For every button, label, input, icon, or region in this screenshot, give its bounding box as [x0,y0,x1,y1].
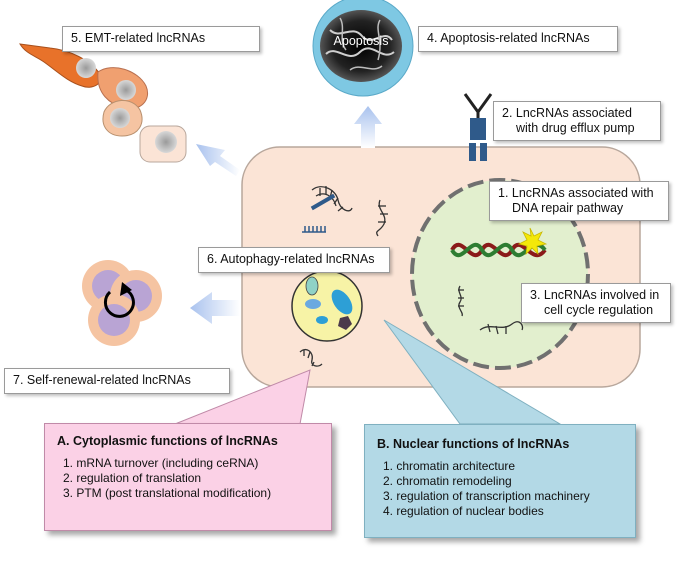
autophagy-label-text: 6. Autophagy-related lncRNAs [207,252,375,266]
dna-helix-icon [450,227,548,258]
circular-arrow-icon [103,282,135,318]
cytoplasmic-function-item: 3. PTM (post translational modification) [63,486,272,500]
cytoplasmic-functions-list: 1. mRNA turnover (including ceRNA) 2. re… [57,456,319,501]
self-renewal-label-text: 7. Self-renewal-related lncRNAs [13,373,191,387]
rna-strand-icon [458,285,464,317]
rna-strand-icon [376,199,388,237]
nuclear-function-item: 2. chromatin remodeling [383,474,512,488]
arrow-to-apoptosis [354,106,382,148]
rna-strand-icon [311,186,353,212]
drug-efflux-pump-icon [463,93,493,161]
rna-strand-icon [299,348,323,367]
rna-comb-icon [302,226,326,233]
apoptosis-cell-icon: Apoptosis [312,0,414,97]
dna-repair-label-line2: DNA repair pathway [512,201,624,215]
nuclear-function-item: 1. chromatin architecture [383,459,516,473]
dna-repair-label: 1. LncRNAs associated with DNA repair pa… [489,181,669,221]
apoptosis-label: 4. Apoptosis-related lncRNAs [418,26,618,52]
drug-efflux-label-line2: with drug efflux pump [516,121,635,135]
autophagy-label: 6. Autophagy-related lncRNAs [198,247,390,273]
nuclear-functions-title: B. Nuclear functions of lncRNAs [377,437,570,451]
drug-efflux-label-line1: 2. LncRNAs associated [502,106,632,120]
rna-strand-icon [479,321,524,335]
self-renewal-cells-icon [82,260,162,346]
apoptosis-inner-label: Apoptosis [334,34,389,48]
cytoplasmic-functions-title: A. Cytoplasmic functions of lncRNAs [57,434,278,448]
nuclear-function-item: 3. regulation of transcription machinery [383,489,590,503]
apoptosis-label-text: 4. Apoptosis-related lncRNAs [427,31,590,45]
drug-efflux-label: 2. LncRNAs associated with drug efflux p… [493,101,661,141]
self-renewal-label: 7. Self-renewal-related lncRNAs [4,368,230,394]
autophagosome-icon [291,270,363,342]
cell-cycle-label-line2: cell cycle regulation [544,303,654,317]
cytoplasmic-function-item: 1. mRNA turnover (including ceRNA) [63,456,259,470]
cytoplasmic-functions-callout: A. Cytoplasmic functions of lncRNAs 1. m… [44,423,332,531]
nuclear-functions-callout: B. Nuclear functions of lncRNAs 1. chrom… [364,424,636,538]
emt-cells-icon [19,43,187,163]
emt-label: 5. EMT-related lncRNAs [62,26,260,52]
cytoplasmic-function-item: 2. regulation of translation [63,471,202,485]
dna-repair-label-line1: 1. LncRNAs associated with [498,186,654,200]
cell-cycle-label: 3. LncRNAs involved in cell cycle regula… [521,283,671,323]
nuclear-functions-list: 1. chromatin architecture 2. chromatin r… [377,459,623,519]
ribosome-icon [310,193,336,211]
arrow-to-self-renewal [190,292,240,324]
arrow-to-emt [196,144,240,176]
emt-label-text: 5. EMT-related lncRNAs [71,31,206,45]
nuclear-envelope [410,178,590,370]
cell-cycle-label-line1: 3. LncRNAs involved in [530,288,660,302]
nuclear-function-item: 4. regulation of nuclear bodies [383,504,544,518]
